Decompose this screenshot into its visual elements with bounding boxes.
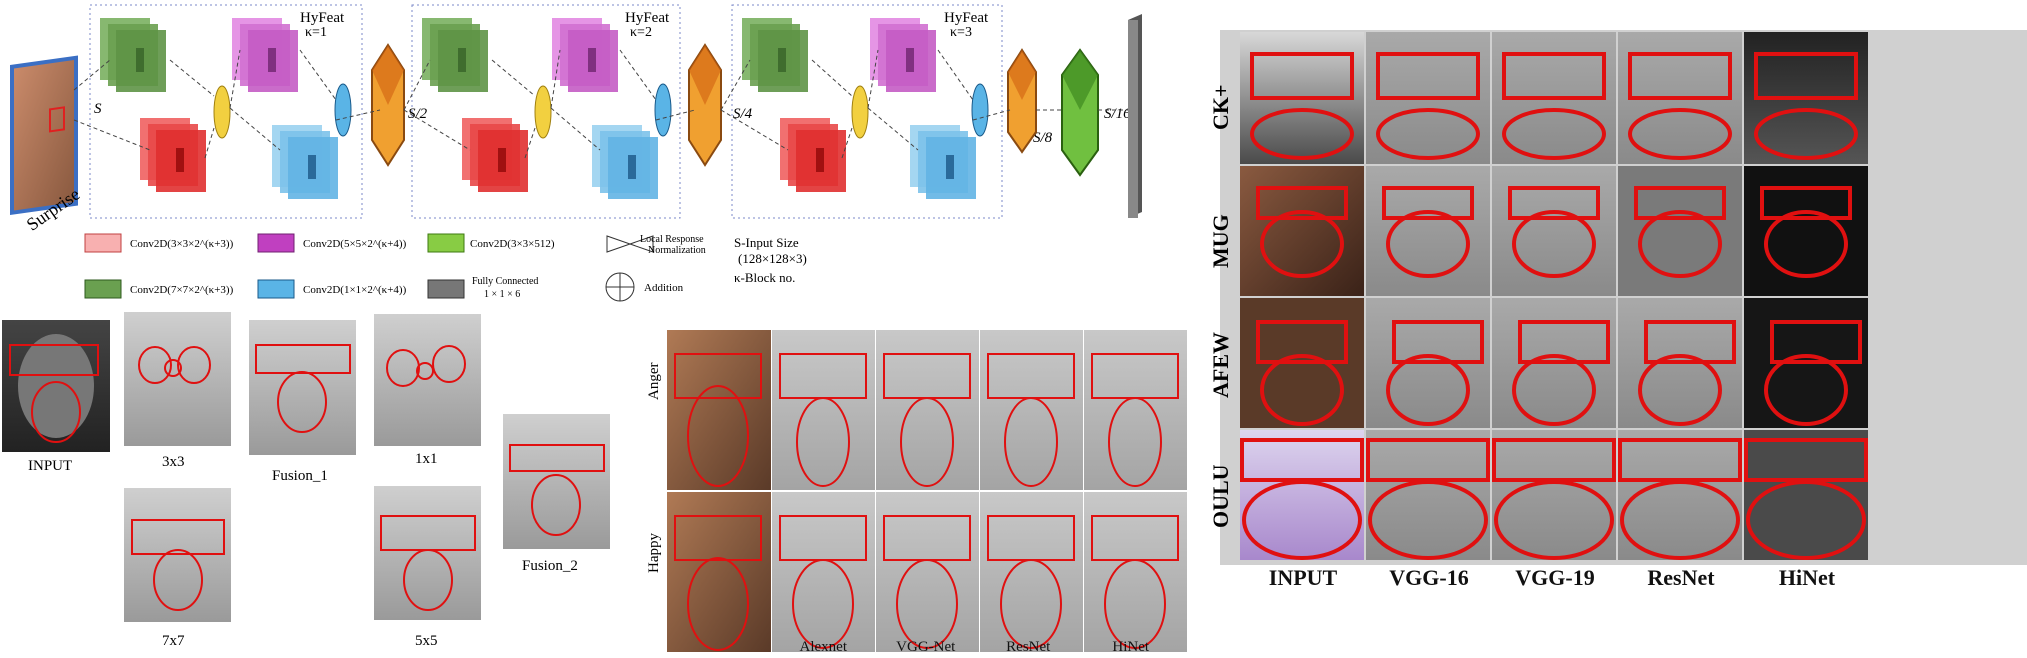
ablation-panel: INPUT 3x3 7x7 Fusion_1 1x1 5x5 — [2, 312, 610, 649]
row-label-oulu: OULU — [1208, 464, 1233, 528]
svg-text:Fusion_2: Fusion_2 — [522, 558, 578, 574]
svg-text:S-Input Size: S-Input Size — [734, 235, 799, 250]
col-label-hinet-large: HiNet — [1778, 565, 1836, 590]
input-face-image — [10, 55, 78, 215]
svg-text:S/2: S/2 — [408, 106, 428, 122]
large-grid-column-labels: INPUT VGG-16 VGG-19 ResNet HiNet — [1240, 565, 1870, 591]
lrn-nodes — [213, 85, 869, 139]
svg-text:3x3: 3x3 — [162, 454, 185, 470]
ablation-3x3: 3x3 — [124, 312, 231, 470]
svg-text:Conv2D(7×7×2^(κ+3)): Conv2D(7×7×2^(κ+3)) — [130, 284, 234, 296]
svg-text:S: S — [94, 101, 102, 117]
legend-item-conv5x5: Conv2D(5×5×2^(κ+4)) — [257, 233, 407, 253]
ablation-fusion2: Fusion_2 — [503, 414, 610, 574]
svg-text:κ=2: κ=2 — [630, 25, 652, 40]
svg-text:Fusion_1: Fusion_1 — [272, 468, 328, 484]
large-grid-highlights — [1240, 52, 1868, 560]
col-label-vggnet: VGG-Net — [896, 639, 956, 655]
small-grid-highlights — [674, 353, 1179, 651]
addition-nodes — [334, 83, 989, 137]
large-comparison-grid: CK+ MUG AFEW OULU — [1208, 30, 2027, 565]
legend-item-conv3x3x512: Conv2D(3×3×512) — [427, 233, 555, 253]
col-label-resnet: ResNet — [1006, 639, 1051, 655]
svg-text:1x1: 1x1 — [415, 451, 438, 467]
row-label-happy: Happy — [646, 533, 662, 573]
row-label-afew: AFEW — [1208, 332, 1233, 398]
svg-text:κ=1: κ=1 — [305, 25, 327, 40]
architecture-diagram: Surprise HyFeat κ=1 S HyFeat κ=2 S/2 HyF… — [10, 4, 1142, 302]
scale-s8: S/8 — [1033, 130, 1053, 146]
small-grid-cells — [667, 330, 1187, 652]
small-grid-column-labels: Alexnet VGG-Net ResNet HiNet — [772, 639, 1182, 656]
legend-item-conv3x3: Conv2D(3×3×2^(κ+3)) — [84, 233, 234, 253]
legend-item-conv1x1: Conv2D(1×1×2^(κ+4)) — [257, 279, 407, 299]
svg-text:Normalization: Normalization — [648, 245, 706, 256]
svg-text:7x7: 7x7 — [162, 633, 185, 649]
small-comparison-grid: Anger Happy — [646, 330, 1187, 652]
row-label-anger: Anger — [646, 363, 662, 401]
col-label-vgg19: VGG-19 — [1515, 565, 1595, 590]
legend-item-fc: Fully Connected 1 × 1 × 6 — [427, 276, 538, 300]
svg-text:HyFeat: HyFeat — [300, 10, 345, 26]
svg-text:5x5: 5x5 — [415, 633, 438, 649]
svg-text:HyFeat: HyFeat — [944, 10, 989, 26]
legend-item-lrn: Local Response Normalization — [606, 234, 706, 256]
col-label-input: INPUT — [1268, 565, 1338, 590]
legend-item-addition: Addition — [605, 272, 684, 302]
fc-layer — [1128, 14, 1142, 218]
col-label-alexnet: Alexnet — [799, 639, 847, 655]
pool-hexagons — [371, 43, 1099, 177]
legend-item-conv7x7: Conv2D(7×7×2^(κ+3)) — [84, 279, 234, 299]
ablation-5x5: 5x5 — [374, 486, 481, 649]
svg-text:HyFeat: HyFeat — [625, 10, 670, 26]
legend: Conv2D(3×3×2^(κ+3)) Conv2D(5×5×2^(κ+4)) … — [84, 233, 807, 302]
notes: S-Input Size (128×128×3) κ-Block no. — [734, 235, 807, 285]
hyfeat-block-2: HyFeat κ=2 S/2 — [408, 4, 681, 219]
hyfeat-block-1: HyFeat κ=1 S — [89, 4, 363, 219]
scale-s16: S/16 — [1104, 106, 1131, 122]
large-grid-extension — [1870, 32, 2025, 560]
svg-text:Local Response: Local Response — [640, 234, 704, 245]
svg-text:Conv2D(3×3×2^(κ+3)): Conv2D(3×3×2^(κ+3)) — [130, 238, 234, 250]
svg-text:S/4: S/4 — [733, 106, 753, 122]
ablation-fusion1: Fusion_1 — [249, 320, 356, 484]
svg-text:1 × 1 × 6: 1 × 1 × 6 — [484, 289, 520, 300]
row-label-ck: CK+ — [1208, 84, 1233, 130]
col-label-vgg16: VGG-16 — [1389, 565, 1469, 590]
ablation-input: INPUT — [2, 320, 110, 474]
conv-stacks — [100, 18, 976, 199]
svg-text:Addition: Addition — [644, 282, 684, 294]
svg-text:κ-Block no.: κ-Block no. — [734, 270, 795, 285]
svg-text:Conv2D(3×3×512): Conv2D(3×3×512) — [470, 238, 555, 250]
svg-text:INPUT: INPUT — [28, 458, 72, 474]
ablation-1x1: 1x1 — [374, 314, 481, 467]
hyfeat-block-3: HyFeat κ=3 S/4 — [731, 4, 1003, 219]
svg-text:κ=3: κ=3 — [950, 25, 972, 40]
svg-text:(128×128×3): (128×128×3) — [738, 251, 807, 266]
col-label-hinet: HiNet — [1112, 639, 1150, 655]
svg-text:Conv2D(5×5×2^(κ+4)): Conv2D(5×5×2^(κ+4)) — [303, 238, 407, 250]
flow-connectors — [73, 49, 1128, 159]
svg-text:Conv2D(1×1×2^(κ+4)): Conv2D(1×1×2^(κ+4)) — [303, 284, 407, 296]
col-label-resnet-large: ResNet — [1647, 565, 1715, 590]
svg-text:Fully Connected: Fully Connected — [472, 276, 538, 287]
row-label-mug: MUG — [1208, 214, 1233, 268]
ablation-7x7: 7x7 — [124, 488, 231, 649]
